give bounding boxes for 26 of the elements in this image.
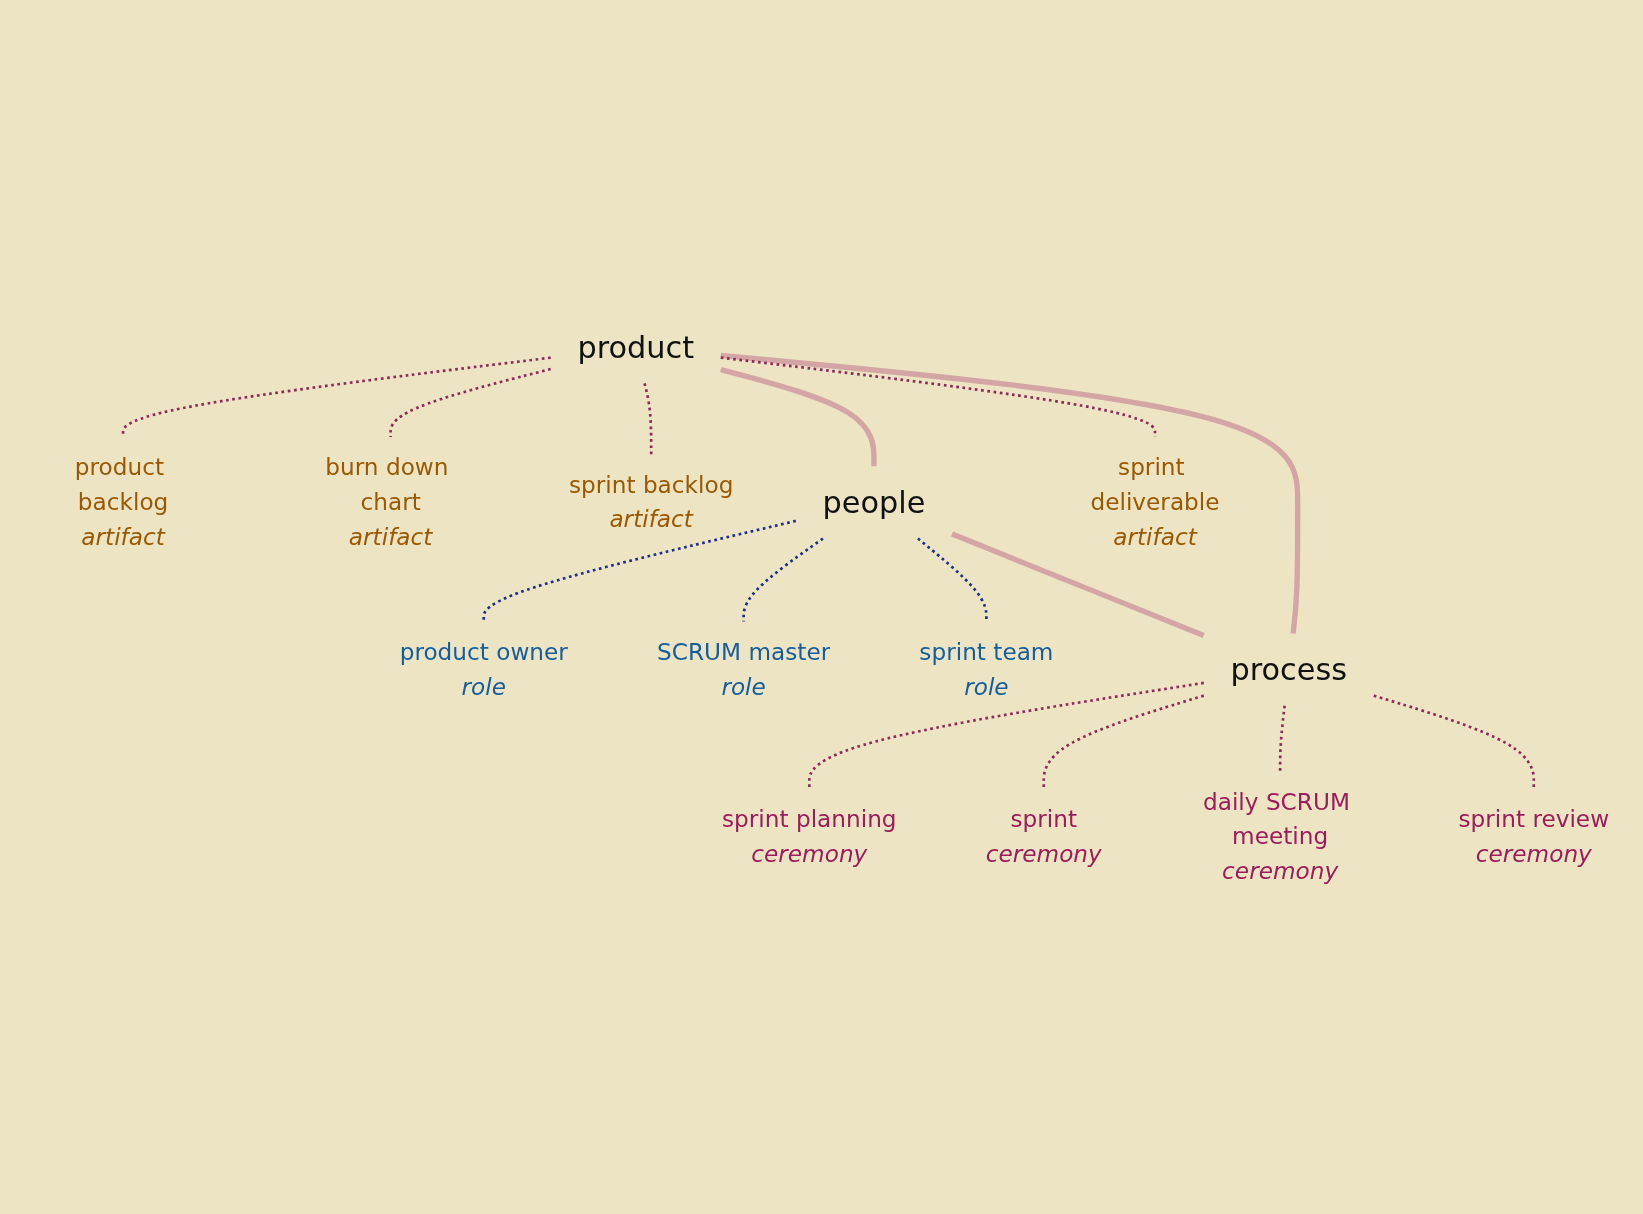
connector xyxy=(720,367,877,467)
node-text: burn down chart artifact xyxy=(325,454,449,551)
node-text: sprint team role xyxy=(919,638,1054,701)
connector xyxy=(951,531,1205,639)
node-text: sprint ceremony xyxy=(985,805,1102,868)
node-text: sprint deliverable artifact xyxy=(1090,454,1220,551)
node-text: sprint review ceremony xyxy=(1458,805,1610,868)
connector xyxy=(807,681,1204,789)
connector xyxy=(1373,694,1536,789)
connector xyxy=(1042,694,1205,789)
node-text: sprint backlog artifact xyxy=(568,471,734,533)
node-text: people xyxy=(822,484,926,521)
connector xyxy=(121,356,551,438)
connector xyxy=(482,519,797,622)
connector xyxy=(917,537,988,622)
node-text: process xyxy=(1230,651,1348,688)
connector xyxy=(643,383,653,455)
node-text: sprint planning ceremony xyxy=(722,805,897,868)
connector xyxy=(720,352,1301,635)
node-text: daily SCRUM meeting ceremony xyxy=(1202,788,1350,885)
connector xyxy=(389,368,551,438)
node-text: product backlog artifact xyxy=(74,454,169,551)
connector xyxy=(1278,705,1286,772)
node-text: product xyxy=(577,329,695,365)
node-text: product owner role xyxy=(399,638,568,701)
node-text: SCRUM master role xyxy=(657,638,831,701)
